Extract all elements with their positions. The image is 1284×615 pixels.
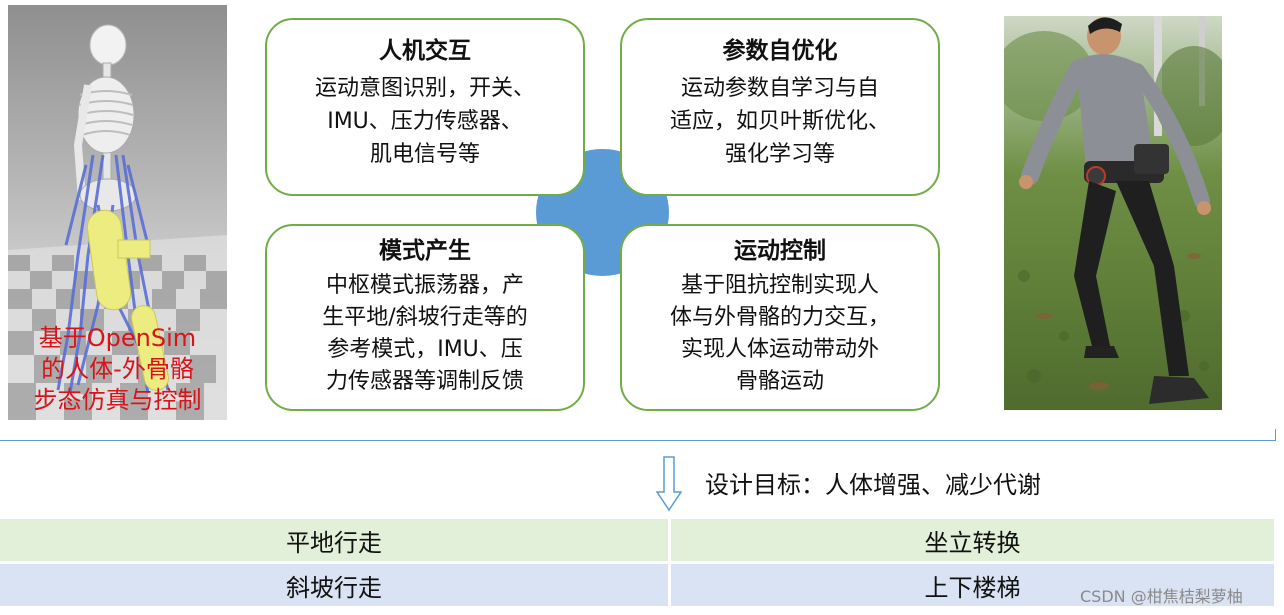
box-line: 骨骼运动 — [622, 366, 938, 398]
box-body: 基于阻抗控制实现人 体与外骨骼的力交互， 实现人体运动带动外 骨骼运动 — [622, 270, 938, 398]
down-arrow-icon — [656, 456, 682, 512]
box-line: IMU、压力传感器、 — [267, 105, 583, 138]
mode-generation-box: 模式产生 中枢模式振荡器，产 生平地/斜坡行走等的 参考模式，IMU、压 力传感… — [265, 224, 585, 411]
csdn-watermark: CSDN @柑焦桔梨萝柚 — [1080, 583, 1243, 607]
box-line: 强化学习等 — [622, 138, 938, 171]
walking-person-illustration — [1004, 16, 1222, 410]
box-body: 中枢模式振荡器，产 生平地/斜坡行走等的 参考模式，IMU、压 力传感器等调制反… — [267, 270, 583, 398]
box-line: 运动参数自学习与自 — [622, 72, 938, 105]
param-optimization-box: 参数自优化 运动参数自学习与自 适应，如贝叶斯优化、 强化学习等 — [620, 18, 940, 196]
box-body: 运动参数自学习与自 适应，如贝叶斯优化、 强化学习等 — [622, 72, 938, 171]
box-line: 参考模式，IMU、压 — [267, 334, 583, 366]
box-line: 体与外骨骼的力交互， — [622, 302, 938, 334]
caption-line: 步态仿真与控制 — [8, 385, 227, 416]
exoskeleton-walking-photo — [1004, 16, 1222, 410]
box-line: 运动意图识别，开关、 — [267, 72, 583, 105]
table-cell: 斜坡行走 — [0, 564, 668, 606]
box-title: 模式产生 — [267, 236, 583, 266]
table-cell: 平地行走 — [0, 519, 668, 561]
box-title: 运动控制 — [622, 236, 938, 266]
box-line: 适应，如贝叶斯优化、 — [622, 105, 938, 138]
table-row: 平地行走 坐立转换 — [0, 519, 1274, 561]
box-body: 运动意图识别，开关、 IMU、压力传感器、 肌电信号等 — [267, 72, 583, 171]
caption-line: 的人体-外骨骼 — [8, 354, 227, 385]
design-goal-text: 设计目标：人体增强、减少代谢 — [705, 469, 1041, 501]
box-line: 生平地/斜坡行走等的 — [267, 302, 583, 334]
caption-line: 基于OpenSim — [8, 323, 227, 354]
box-line: 实现人体运动带动外 — [622, 334, 938, 366]
box-line: 基于阻抗控制实现人 — [622, 270, 938, 302]
box-line: 力传感器等调制反馈 — [267, 366, 583, 398]
section-divider — [0, 440, 1276, 441]
box-title: 参数自优化 — [622, 36, 938, 66]
box-title: 人机交互 — [267, 36, 583, 66]
hmi-box: 人机交互 运动意图识别，开关、 IMU、压力传感器、 肌电信号等 — [265, 18, 585, 196]
section-divider-tick — [1275, 429, 1276, 441]
box-line: 中枢模式振荡器，产 — [267, 270, 583, 302]
motion-control-box: 运动控制 基于阻抗控制实现人 体与外骨骼的力交互， 实现人体运动带动外 骨骼运动 — [620, 224, 940, 411]
simulation-caption: 基于OpenSim 的人体-外骨骼 步态仿真与控制 — [8, 323, 227, 416]
opensim-simulation-image: 基于OpenSim 的人体-外骨骼 步态仿真与控制 — [8, 5, 227, 420]
box-line: 肌电信号等 — [267, 138, 583, 171]
table-cell: 坐立转换 — [671, 519, 1274, 561]
